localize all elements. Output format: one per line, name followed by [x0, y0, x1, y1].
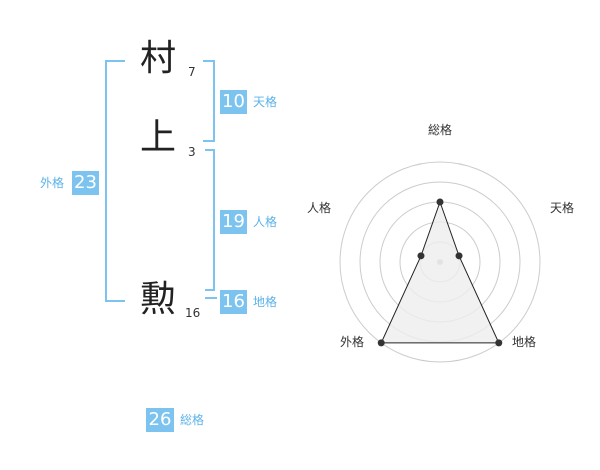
gaikaku-bracket	[105, 60, 125, 302]
name-char-1: 村	[139, 38, 176, 79]
radar-axis-label-soukaku: 総格	[428, 123, 453, 137]
soukaku-label: 総格	[180, 413, 205, 427]
jinkaku-value: 19	[220, 210, 247, 234]
chikaku-connector	[205, 297, 217, 299]
radar-value-polygon	[380, 200, 500, 344]
stroke-count-1: 7	[188, 65, 196, 79]
stroke-count-2: 3	[188, 145, 196, 159]
radar-axis-label-chikaku: 地格	[512, 335, 537, 349]
radar-point-4	[417, 252, 425, 260]
radar-point-1	[455, 252, 463, 260]
soukaku-value: 26	[146, 408, 174, 432]
radar-axis-label-gaikaku: 外格	[340, 335, 365, 349]
jinkaku-label: 人格	[253, 215, 278, 229]
radar-point-2	[495, 339, 503, 347]
radar-ring	[339, 161, 541, 363]
gaikaku-value: 23	[72, 171, 99, 195]
radar-point-0	[436, 198, 444, 206]
name-char-2: 上	[139, 117, 176, 158]
chikaku-value: 16	[220, 290, 247, 314]
gaikaku-label: 外格	[40, 176, 65, 190]
radar-point-3	[377, 339, 385, 347]
jinkaku-bracket	[205, 149, 215, 291]
radar-axis-label-tenkaku: 天格	[550, 201, 575, 215]
chikaku-label: 地格	[253, 295, 278, 309]
tenkaku-bracket	[203, 60, 215, 142]
name-char-3: 勲	[139, 279, 176, 320]
tenkaku-label: 天格	[253, 95, 278, 109]
stroke-count-3: 16	[185, 306, 201, 320]
tenkaku-value: 10	[220, 90, 247, 114]
radar-axis-label-jinkaku: 人格	[307, 201, 332, 215]
